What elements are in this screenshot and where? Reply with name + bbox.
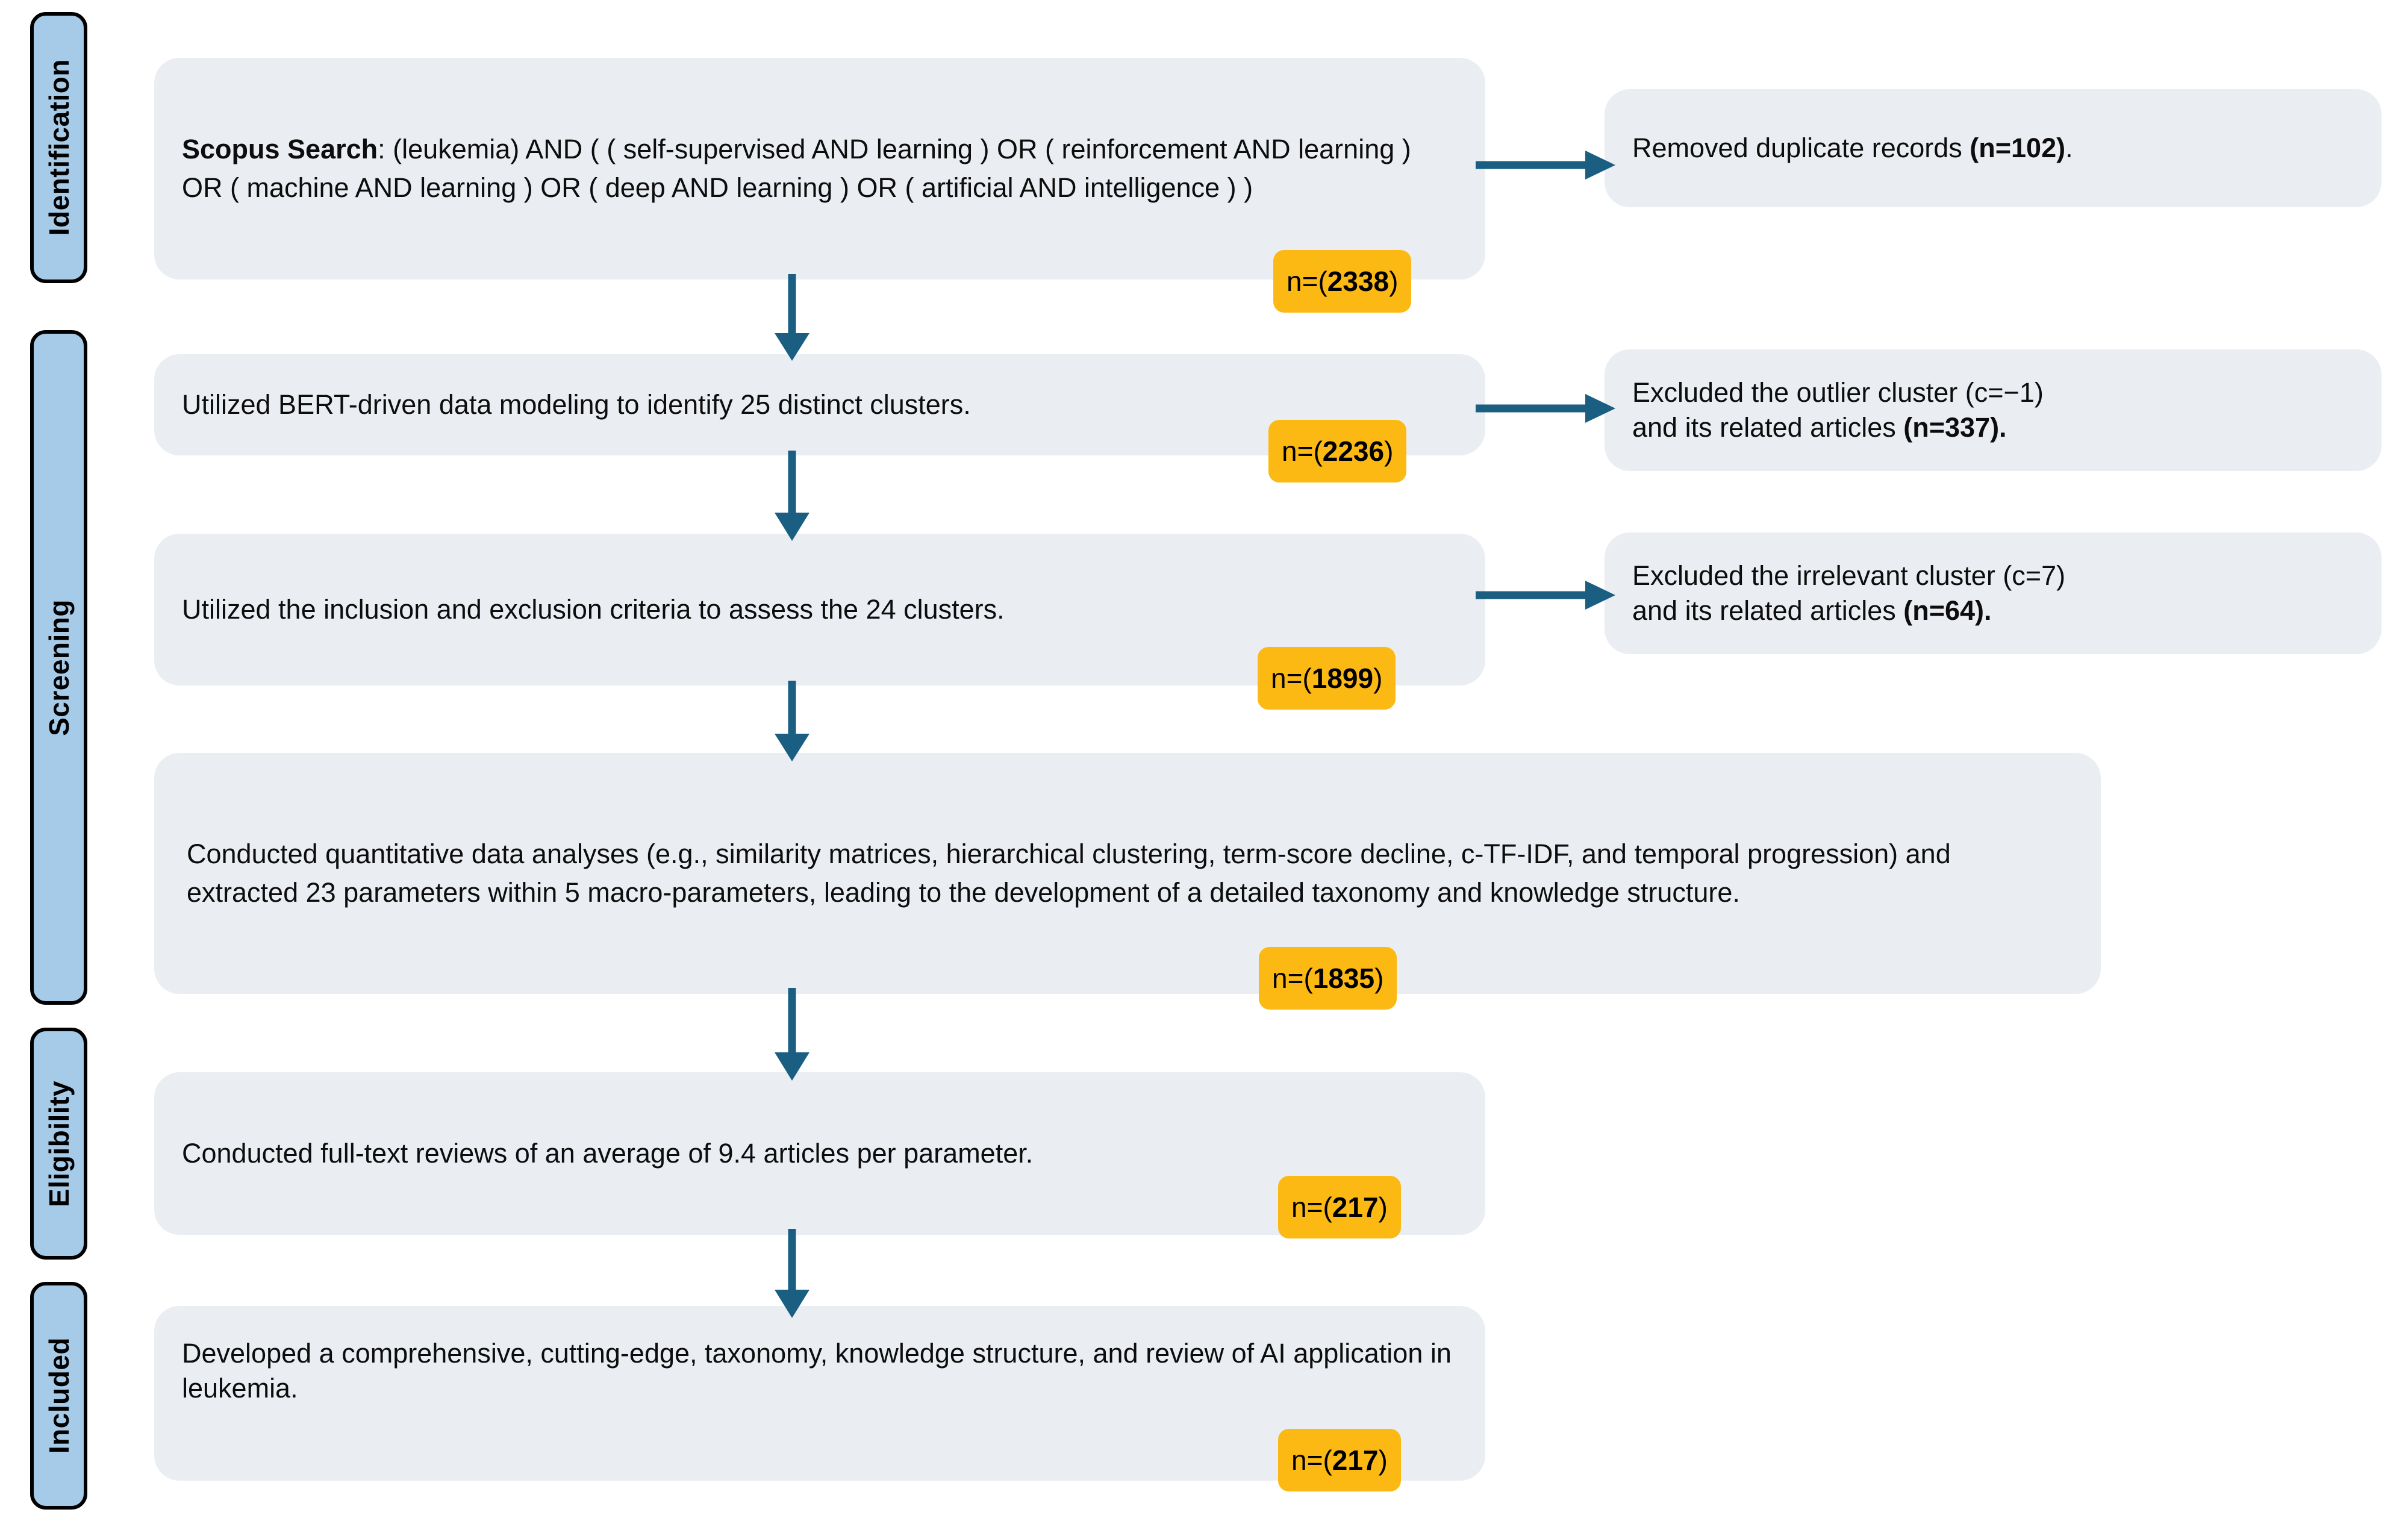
step-box-quantitative-analyses: Conducted quantitative data analyses (e.…: [154, 753, 2101, 994]
step-box-full-text-reviews-text: Conducted full-text reviews of an averag…: [182, 1138, 1034, 1169]
exclusion-box-outlier-cluster: Excluded the outlier cluster (c=−1) and …: [1605, 349, 2381, 471]
badge-n-2338: n=(2338): [1273, 250, 1412, 313]
badge-n-2236: n=(2236): [1268, 420, 1407, 482]
badge-n-1899-suffix: ): [1373, 663, 1383, 694]
arrow-down-reviews-to-taxonomy: [775, 1229, 809, 1318]
arrow-down-analyses-to-reviews: [775, 988, 809, 1081]
step-box-quantitative-analyses-text: Conducted quantitative data analyses (e.…: [187, 839, 1951, 908]
exclusion-box-removed-duplicates: Removed duplicate records (n=102).: [1605, 89, 2381, 207]
step-box-final-taxonomy: Developed a comprehensive, cutting-edge,…: [154, 1306, 1485, 1481]
badge-n-217-included: n=(217): [1278, 1429, 1401, 1491]
step-box-bert-clustering-text: Utilized BERT-driven data modeling to id…: [182, 389, 971, 420]
badge-n-217-eligibility-suffix: ): [1378, 1191, 1388, 1223]
badge-n-217-included-prefix: n=(: [1291, 1444, 1332, 1476]
badge-n-1835: n=(1835): [1259, 947, 1397, 1010]
removed-duplicates-line1-plain: Removed duplicate records: [1632, 132, 1970, 163]
stage-included-label: Included: [43, 1337, 75, 1454]
arrow-down-scopus-to-bert: [775, 274, 809, 361]
irrelevant-cluster-line1: Excluded the irrelevant cluster (c=7): [1632, 560, 2066, 591]
irrelevant-cluster-line2-bold: (n=64).: [1903, 595, 1992, 626]
badge-n-1899: n=(1899): [1258, 647, 1396, 710]
step-box-full-text-reviews: Conducted full-text reviews of an averag…: [154, 1072, 1485, 1235]
irrelevant-cluster-line2-plain: and its related articles: [1632, 595, 1904, 626]
stage-identification-label: Identification: [43, 59, 75, 236]
exclusion-box-outlier-cluster-text: Excluded the outlier cluster (c=−1) and …: [1605, 375, 2381, 446]
badge-n-217-included-suffix: ): [1378, 1444, 1388, 1476]
badge-n-2338-value: 2338: [1327, 266, 1390, 297]
badge-n-1835-value: 1835: [1312, 963, 1375, 994]
exclusion-box-irrelevant-cluster-text: Excluded the irrelevant cluster (c=7) an…: [1605, 558, 2381, 629]
exclusion-box-removed-duplicates-text: Removed duplicate records (n=102).: [1605, 131, 2381, 166]
stage-eligibility-label: Eligibility: [43, 1080, 75, 1207]
badge-n-1835-prefix: n=(: [1272, 963, 1313, 994]
removed-duplicates-line1-bold: (n=102): [1970, 132, 2066, 163]
badge-n-2338-prefix: n=(: [1287, 266, 1327, 297]
badge-n-217-eligibility-prefix: n=(: [1291, 1191, 1332, 1223]
outlier-cluster-line1: Excluded the outlier cluster (c=−1): [1632, 376, 2044, 408]
step-box-final-taxonomy-text: Developed a comprehensive, cutting-edge,…: [182, 1338, 1452, 1404]
scopus-search-separator: :: [378, 134, 385, 165]
arrow-right-to-removed-duplicates: [1476, 151, 1615, 180]
badge-n-1835-suffix: ): [1374, 963, 1384, 994]
scopus-search-lead: Scopus Search: [182, 134, 378, 165]
badge-n-217-eligibility-value: 217: [1332, 1191, 1379, 1223]
arrow-down-criteria-to-analyses: [775, 681, 809, 761]
arrow-right-to-irrelevant-cluster: [1476, 581, 1615, 610]
outlier-cluster-line2-plain: and its related articles: [1632, 412, 1904, 443]
stage-included: Included: [30, 1282, 87, 1510]
exclusion-box-irrelevant-cluster: Excluded the irrelevant cluster (c=7) an…: [1605, 532, 2381, 654]
stage-screening-label: Screening: [43, 599, 75, 736]
stage-identification: Identification: [30, 12, 87, 283]
removed-duplicates-line1-tail: .: [2065, 132, 2073, 163]
step-box-scopus-search-text: Scopus Search: (leukemia) AND ( ( self-s…: [154, 130, 1485, 207]
badge-n-217-included-value: 217: [1332, 1444, 1379, 1476]
step-box-scopus-search: Scopus Search: (leukemia) AND ( ( self-s…: [154, 58, 1485, 280]
badge-n-2236-suffix: ): [1384, 436, 1394, 467]
badge-n-217-eligibility: n=(217): [1278, 1176, 1401, 1238]
scopus-search-query: (leukemia) AND ( ( self-supervised AND l…: [182, 134, 1411, 203]
stage-eligibility: Eligibility: [30, 1028, 87, 1260]
badge-n-1899-value: 1899: [1311, 663, 1374, 694]
arrow-down-bert-to-criteria: [775, 451, 809, 541]
badge-n-2236-value: 2236: [1322, 436, 1385, 467]
stage-screening: Screening: [30, 330, 87, 1005]
step-box-bert-clustering: Utilized BERT-driven data modeling to id…: [154, 354, 1485, 455]
arrow-right-to-outlier-cluster: [1476, 394, 1615, 423]
badge-n-2338-suffix: ): [1389, 266, 1399, 297]
outlier-cluster-line2-bold: (n=337).: [1903, 412, 2007, 443]
badge-n-1899-prefix: n=(: [1271, 663, 1312, 694]
badge-n-2236-prefix: n=(: [1282, 436, 1323, 467]
step-box-inclusion-exclusion-text: Utilized the inclusion and exclusion cri…: [182, 594, 1005, 625]
